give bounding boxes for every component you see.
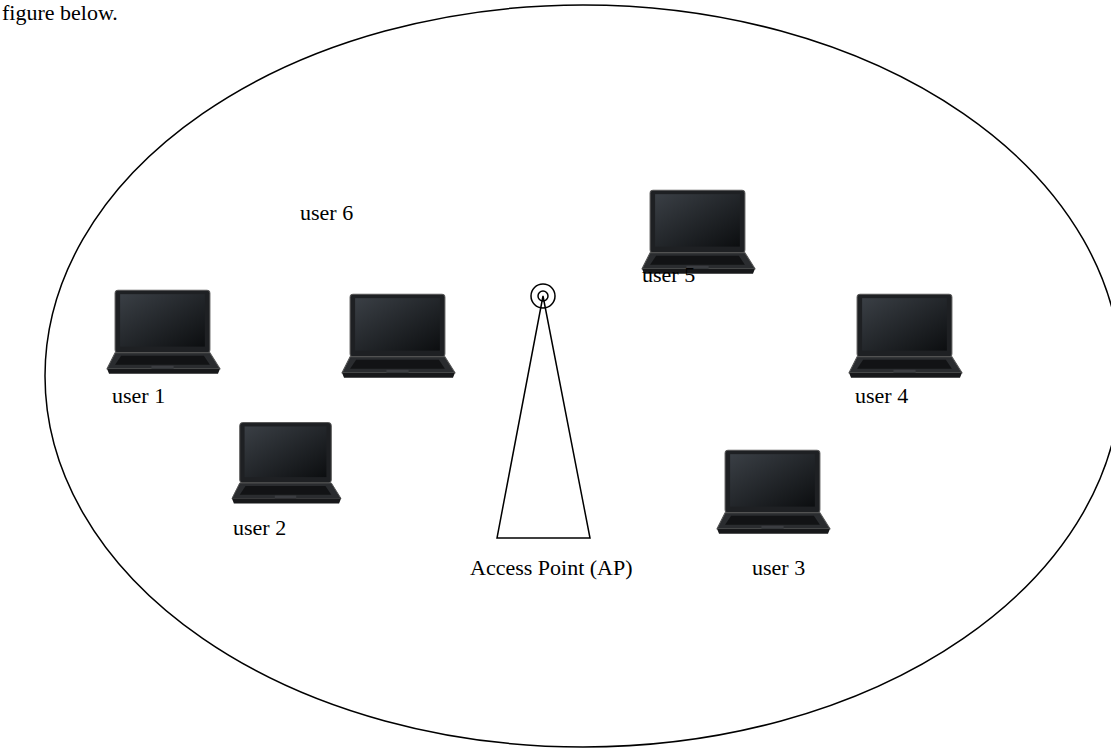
device-label: user 3 (752, 555, 805, 581)
laptop-icon (642, 190, 755, 274)
device-label: user 5 (642, 262, 695, 288)
device-label: user 2 (233, 515, 286, 541)
access-point-antenna (497, 284, 590, 538)
laptop-icon (717, 450, 830, 534)
laptop-icon (342, 294, 455, 378)
laptop-icon (107, 290, 220, 374)
coverage-ellipse (45, 5, 1111, 747)
device-label: Access Point (AP) (470, 555, 633, 581)
laptop-icon (849, 294, 962, 378)
device-label: user 4 (855, 383, 908, 409)
device-label: user 1 (112, 383, 165, 409)
device-label: user 6 (300, 200, 353, 226)
laptop-icon (232, 423, 341, 504)
caption-text: figure below. (2, 0, 118, 26)
